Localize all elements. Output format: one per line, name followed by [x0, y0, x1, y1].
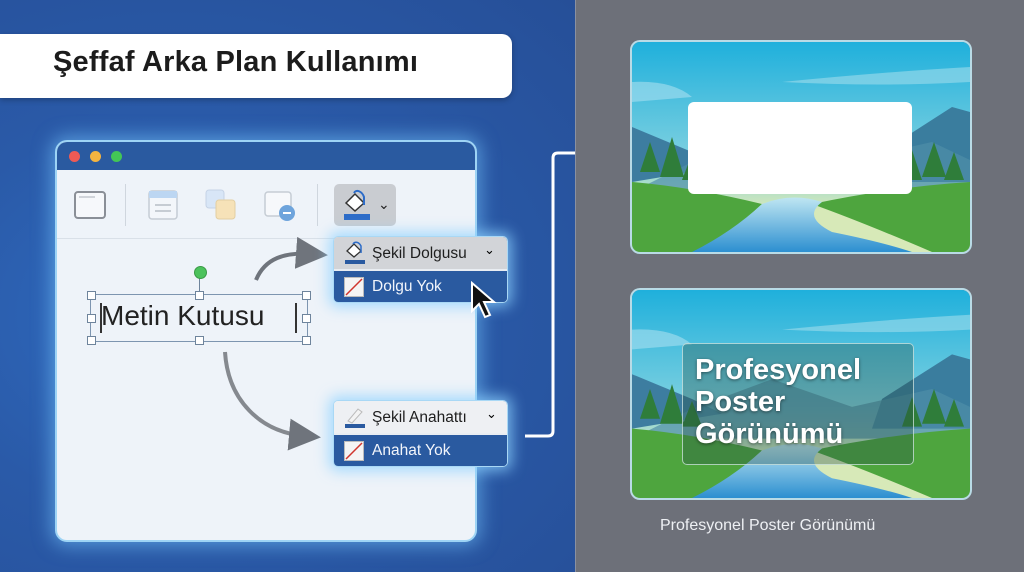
- shape-outline-menu: Şekil Anahattı ⌄ Anahat Yok: [333, 400, 508, 467]
- shape-fill-menu: Şekil Dolgusu ⌄ Dolgu Yok: [333, 236, 508, 303]
- resize-handle[interactable]: [87, 314, 96, 323]
- pencil-outline-icon: [345, 408, 365, 428]
- remove-shape-icon[interactable]: [263, 188, 297, 222]
- opaque-text-box: [688, 102, 912, 194]
- app-window: ⌄ Metin Kutusu: [55, 140, 477, 542]
- resize-handle[interactable]: [195, 291, 204, 300]
- toolbar: ⌄: [57, 172, 475, 239]
- poster-line: Görünümü: [695, 418, 844, 450]
- text-caret: [100, 303, 102, 333]
- resize-handle[interactable]: [195, 336, 204, 345]
- menu-item-label: Dolgu Yok: [372, 278, 442, 295]
- close-button[interactable]: [69, 151, 80, 162]
- resize-handle[interactable]: [302, 291, 311, 300]
- page-title: Şeffaf Arka Plan Kullanımı: [53, 46, 419, 78]
- chevron-down-icon: ⌄: [484, 242, 495, 257]
- preview-before: [630, 40, 972, 254]
- resize-handle[interactable]: [302, 336, 311, 345]
- flow-arrows: [223, 151, 575, 451]
- no-outline-swatch-icon: [344, 441, 364, 461]
- arrow-to-outline-menu: [223, 351, 321, 451]
- mouse-cursor-icon: [471, 281, 497, 319]
- rotation-stem: [199, 273, 200, 291]
- poster-headline: Profesyonel Poster Görünümü: [695, 354, 861, 450]
- list-layout-icon[interactable]: [146, 188, 180, 222]
- toolbar-divider: [125, 184, 126, 226]
- resize-handle[interactable]: [87, 336, 96, 345]
- minimize-button[interactable]: [90, 151, 101, 162]
- menu-header-label: Şekil Anahattı: [372, 409, 467, 426]
- window-titlebar: [57, 142, 475, 170]
- no-fill-swatch-icon: [344, 277, 364, 297]
- chevron-down-icon: ⌄: [378, 196, 390, 212]
- toolbar-divider: [317, 184, 318, 226]
- shape-fill-header[interactable]: Şekil Dolgusu ⌄: [334, 237, 507, 269]
- paint-bucket-icon: [344, 189, 370, 220]
- resize-handle[interactable]: [302, 314, 311, 323]
- transparent-text-box: Profesyonel Poster Görünümü: [682, 343, 914, 465]
- poster-line: Poster: [695, 386, 786, 418]
- shape-fill-button[interactable]: ⌄: [334, 184, 396, 226]
- preview-caption: Profesyonel Poster Görünümü: [660, 517, 876, 534]
- paint-bucket-icon: [345, 241, 365, 264]
- poster-line: Profesyonel: [695, 354, 861, 386]
- text-box[interactable]: Metin Kutusu: [87, 266, 311, 345]
- chevron-down-icon: ⌄: [486, 406, 497, 421]
- menu-item-no-outline[interactable]: Anahat Yok: [334, 433, 507, 466]
- rotation-handle[interactable]: [194, 266, 207, 279]
- resize-handle[interactable]: [87, 291, 96, 300]
- shape-outline-header[interactable]: Şekil Anahattı ⌄: [334, 401, 507, 433]
- arrow-to-fill-menu: [254, 236, 328, 281]
- text-caret: [295, 303, 297, 333]
- menu-header-label: Şekil Dolgusu: [372, 245, 467, 262]
- arrange-layers-icon[interactable]: [204, 188, 238, 222]
- title-banner: Şeffaf Arka Plan Kullanımı: [0, 34, 512, 98]
- maximize-button[interactable]: [111, 151, 122, 162]
- preview-after: Profesyonel Poster Görünümü: [630, 288, 972, 500]
- arrow-to-preview: [525, 151, 575, 438]
- menu-item-label: Anahat Yok: [372, 442, 451, 459]
- text-box-content[interactable]: Metin Kutusu: [101, 300, 265, 331]
- text-box-icon[interactable]: [73, 188, 107, 222]
